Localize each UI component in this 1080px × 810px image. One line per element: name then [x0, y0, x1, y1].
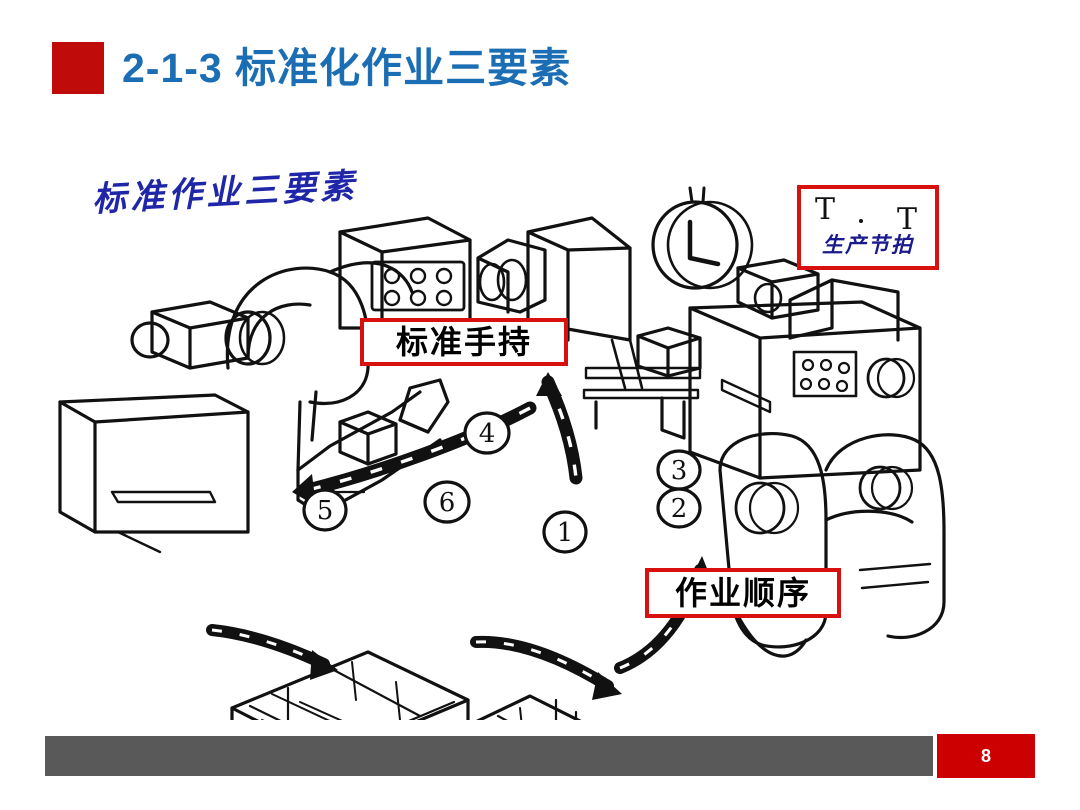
takt-dot-icon	[859, 219, 863, 223]
floor-lines	[116, 530, 162, 554]
clock-icon	[651, 186, 754, 290]
svg-text:5: 5	[317, 496, 334, 526]
step-marker-6: 6	[423, 480, 471, 524]
callout-work-sequence-label: 作业顺序	[674, 574, 811, 612]
takt-symbol-right: T	[896, 202, 917, 237]
step-marker-3: 3	[656, 449, 702, 491]
step-marker-1: 1	[542, 510, 588, 554]
hand-drawn-production-line-diagram: 4 5 6 1 3	[0, 140, 1080, 720]
callout-work-sequence: 作业顺序	[645, 568, 841, 618]
svg-text:6: 6	[439, 488, 456, 518]
svg-text:4: 4	[479, 419, 496, 449]
svg-text:3: 3	[671, 456, 688, 486]
page-number: 8	[980, 746, 991, 766]
callout-standard-hold: 标准手持	[360, 318, 568, 366]
step-markers: 4 5 6 1 3	[302, 411, 702, 554]
takt-symbol-left: T	[815, 192, 836, 227]
step-marker-5: 5	[302, 488, 348, 532]
machine-right	[688, 258, 946, 658]
callout-standard-hold-label: 标准手持	[395, 323, 532, 361]
svg-text:1: 1	[557, 518, 574, 548]
page-title: 2-1-3 标准化作业三要素	[122, 44, 572, 91]
callout-takt-time-label: 生产节拍	[822, 232, 914, 257]
step-marker-2: 2	[656, 487, 702, 529]
step-marker-4: 4	[463, 411, 511, 455]
parts-tray-right	[475, 694, 582, 720]
flow-arrows	[206, 372, 714, 700]
machine-center	[338, 216, 644, 390]
machine-left	[58, 261, 414, 534]
title-bullet-square	[52, 42, 104, 94]
callout-takt-time: T T 生产节拍	[797, 185, 939, 270]
takt-symbol-group: T T	[801, 189, 935, 237]
parts-tray-left	[230, 650, 470, 720]
page-number-badge: 8	[937, 734, 1035, 778]
svg-text:2: 2	[671, 494, 688, 524]
work-bench	[582, 326, 702, 440]
footer-bar	[45, 736, 933, 776]
slide-title-bar: 2-1-3 标准化作业三要素	[52, 42, 571, 94]
